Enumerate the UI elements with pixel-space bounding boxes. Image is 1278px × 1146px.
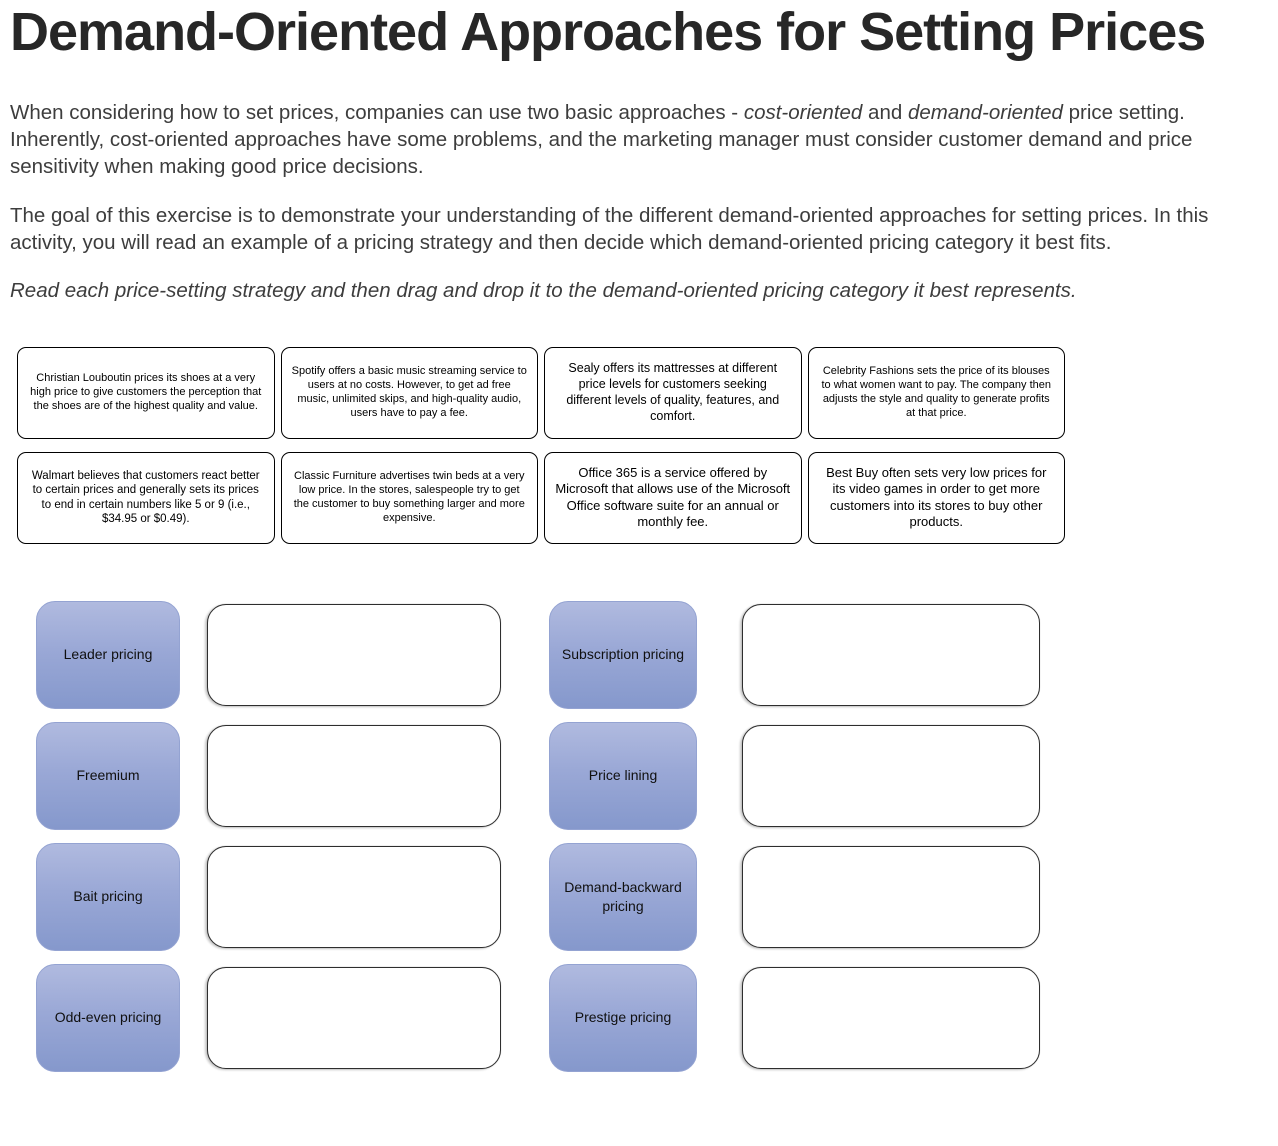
- intro-text-segment: When considering how to set prices, comp…: [10, 101, 744, 125]
- category-label-leader-pricing: Leader pricing: [36, 600, 180, 709]
- category-label-price-lining: Price lining: [549, 721, 697, 830]
- cost-oriented-term: cost-oriented: [743, 101, 863, 125]
- category-label-prestige-pricing: Prestige pricing: [549, 963, 697, 1072]
- dropzone-price-lining[interactable]: [742, 724, 1040, 827]
- category-label-bait-pricing: Bait pricing: [36, 842, 180, 951]
- dropzone-prestige-pricing[interactable]: [742, 966, 1040, 1069]
- board-row: Freemium Price lining: [36, 721, 1264, 830]
- category-label-subscription-pricing: Subscription pricing: [549, 600, 697, 709]
- category-board: Leader pricing Subscription pricing Free…: [36, 600, 1264, 1072]
- instruction-text: Read each price-setting strategy and the…: [10, 279, 1077, 303]
- category-label-demand-backward-pricing: Demand-backward pricing: [549, 842, 697, 951]
- strategy-card-celebrity-fashions[interactable]: Celebrity Fashions sets the price of its…: [807, 346, 1065, 439]
- category-label-odd-even-pricing: Odd-even pricing: [36, 963, 180, 1072]
- dropzone-freemium[interactable]: [207, 724, 501, 827]
- page-title: Demand-Oriented Approaches for Setting P…: [10, 2, 1206, 62]
- dropzone-bait-pricing[interactable]: [207, 845, 501, 948]
- strategy-card-walmart[interactable]: Walmart believes that customers react be…: [17, 451, 275, 544]
- intro-text-segment: price setting. Inherently, cost-oriented…: [10, 101, 1193, 179]
- intro-paragraph: When considering how to set prices, comp…: [10, 99, 1260, 180]
- dropzone-leader-pricing[interactable]: [207, 603, 501, 706]
- dropzone-demand-backward-pricing[interactable]: [742, 845, 1040, 948]
- board-row: Bait pricing Demand-backward pricing: [36, 842, 1264, 951]
- board-row: Leader pricing Subscription pricing: [36, 600, 1264, 709]
- pricing-exercise-page: Demand-Oriented Approaches for Setting P…: [0, 2, 1278, 1072]
- dropzone-odd-even-pricing[interactable]: [207, 966, 501, 1069]
- board-row: Odd-even pricing Prestige pricing: [36, 963, 1264, 1072]
- goal-paragraph: The goal of this exercise is to demonstr…: [10, 204, 1209, 255]
- demand-oriented-term: demand-oriented: [907, 101, 1063, 125]
- strategy-card-best-buy[interactable]: Best Buy often sets very low prices for …: [807, 451, 1065, 544]
- category-label-freemium: Freemium: [36, 721, 180, 830]
- strategy-card-classic-furniture[interactable]: Classic Furniture advertises twin beds a…: [280, 451, 538, 544]
- strategy-card-office-365[interactable]: Office 365 is a service offered by Micro…: [544, 451, 802, 544]
- strategy-card-christian-louboutin[interactable]: Christian Louboutin prices its shoes at …: [17, 346, 275, 439]
- dropzone-subscription-pricing[interactable]: [742, 603, 1040, 706]
- strategy-card-spotify[interactable]: Spotify offers a basic music streaming s…: [280, 346, 538, 439]
- strategy-card-sealy[interactable]: Sealy offers its mattresses at different…: [544, 346, 802, 439]
- strategy-cards-grid: Christian Louboutin prices its shoes at …: [17, 346, 1065, 544]
- intro-text-segment: and: [862, 101, 908, 125]
